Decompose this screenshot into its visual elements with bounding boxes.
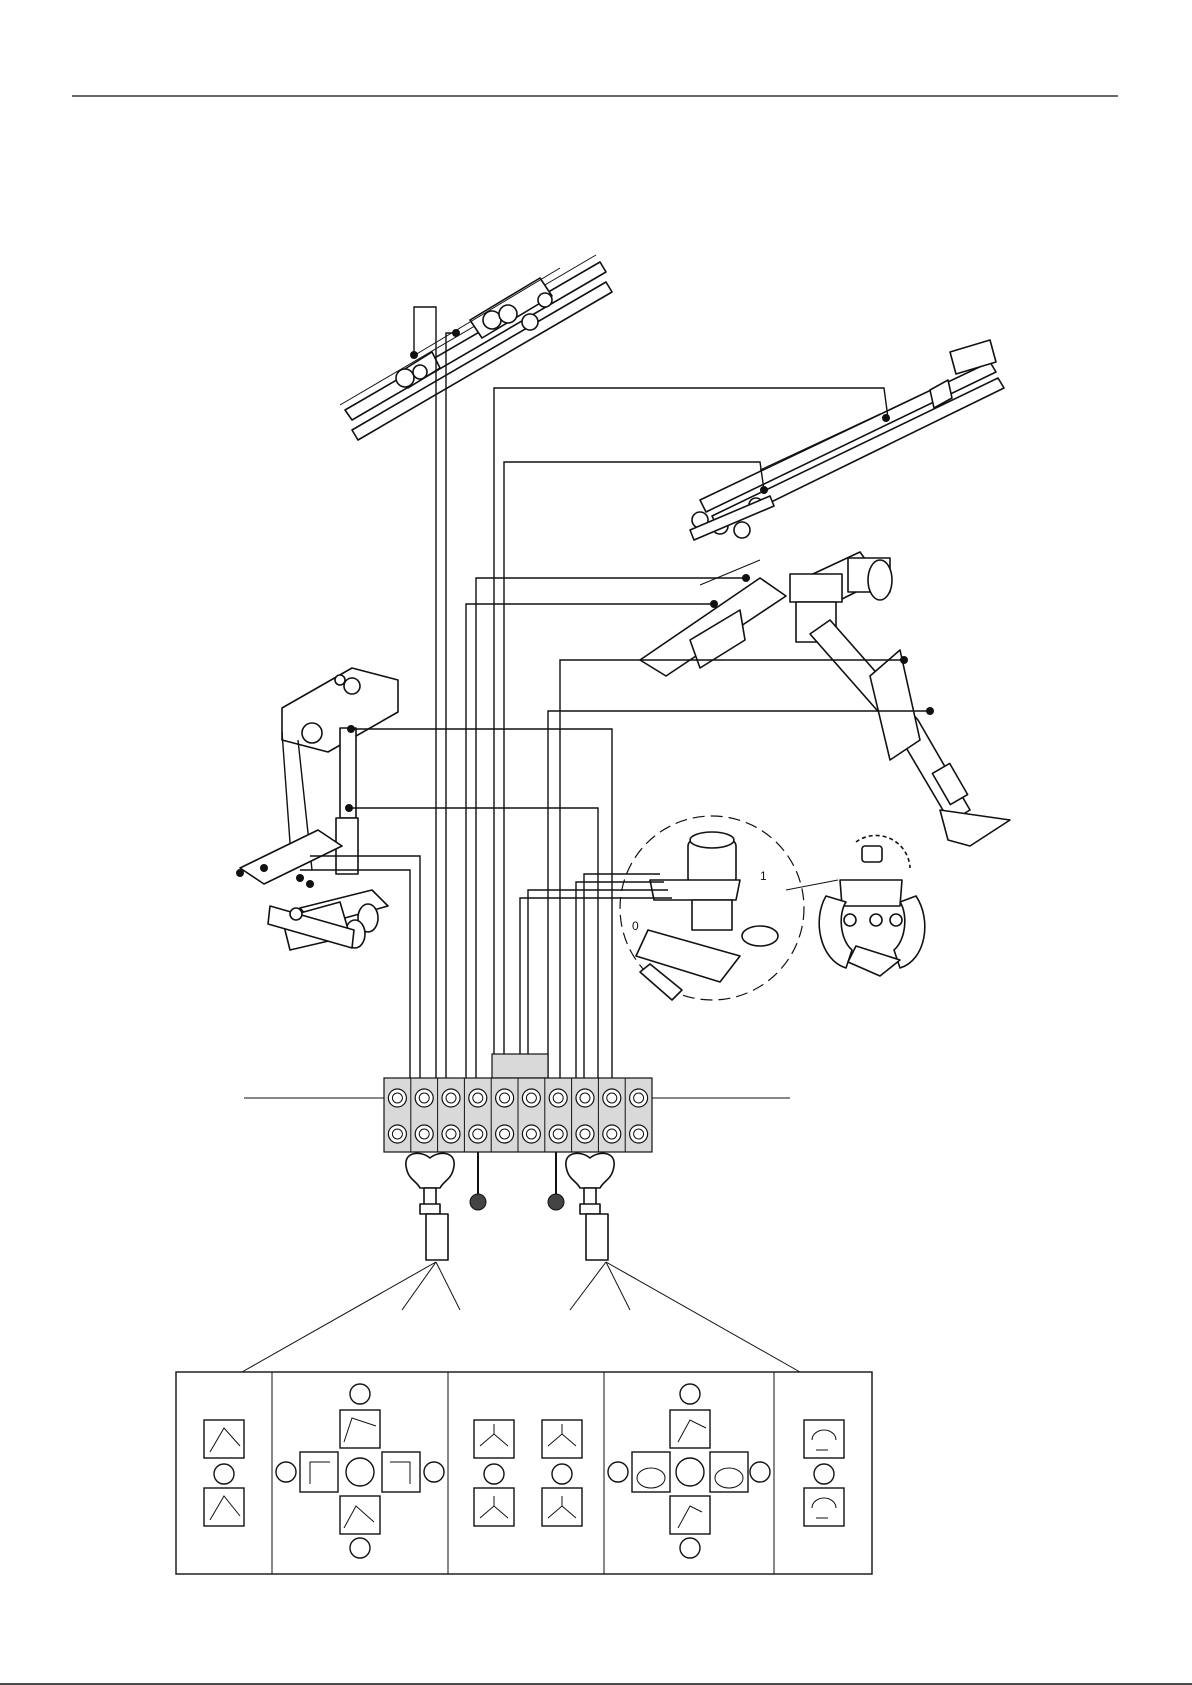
jib-lever-center — [346, 1458, 374, 1486]
control-valve-block — [244, 1054, 790, 1210]
valve-port — [522, 1089, 540, 1107]
valve-port — [388, 1125, 406, 1143]
valve-port — [496, 1089, 514, 1107]
grapple-open-icon — [804, 1420, 844, 1458]
rotator-left-icon — [632, 1452, 670, 1492]
rotator-label-zero: 0 — [632, 919, 639, 933]
boom-tip-cylinder — [340, 255, 612, 440]
extension-in-icon — [670, 1496, 710, 1534]
stabilizer-left-up-icon — [474, 1488, 514, 1526]
valve-port — [576, 1089, 594, 1107]
left-lever-knob — [470, 1194, 486, 1210]
right-joystick — [566, 1153, 800, 1372]
boom-lower-icon — [204, 1488, 244, 1526]
valve-port — [388, 1089, 406, 1107]
left-joystick — [242, 1153, 460, 1372]
slew-left-icon — [300, 1452, 338, 1492]
extension-out-icon — [670, 1410, 710, 1448]
valve-port — [442, 1089, 460, 1107]
extension-boom — [690, 340, 1004, 540]
boom-lever-center — [214, 1464, 234, 1484]
boom-raise-icon — [204, 1420, 244, 1458]
valve-port — [630, 1089, 648, 1107]
jib-in-icon — [340, 1496, 380, 1534]
crane-column — [236, 668, 398, 950]
valve-port — [415, 1125, 433, 1143]
valve-port — [415, 1089, 433, 1107]
valve-port — [469, 1089, 487, 1107]
grapple-close-icon — [804, 1488, 844, 1526]
rotator-label-one: 1 — [760, 869, 767, 883]
extension-lever-center — [676, 1458, 704, 1486]
valve-port — [603, 1125, 621, 1143]
valve-port — [469, 1125, 487, 1143]
valve-port — [442, 1125, 460, 1143]
valve-port — [496, 1125, 514, 1143]
rotator-right-icon — [710, 1452, 748, 1492]
grapple — [819, 835, 925, 976]
valve-port — [549, 1089, 567, 1107]
valve-port — [549, 1125, 567, 1143]
rotator: 0 1 — [620, 816, 838, 1000]
slew-right-icon — [382, 1452, 420, 1492]
valve-port — [603, 1089, 621, 1107]
stabilizer-right-up-icon — [542, 1488, 582, 1526]
right-lever-knob — [548, 1194, 564, 1210]
valve-port — [630, 1125, 648, 1143]
crane-base-stabilizer — [640, 552, 1010, 846]
valve-port — [576, 1125, 594, 1143]
jib-out-icon — [340, 1410, 380, 1448]
function-panels — [176, 1372, 872, 1574]
valve-port — [522, 1125, 540, 1143]
